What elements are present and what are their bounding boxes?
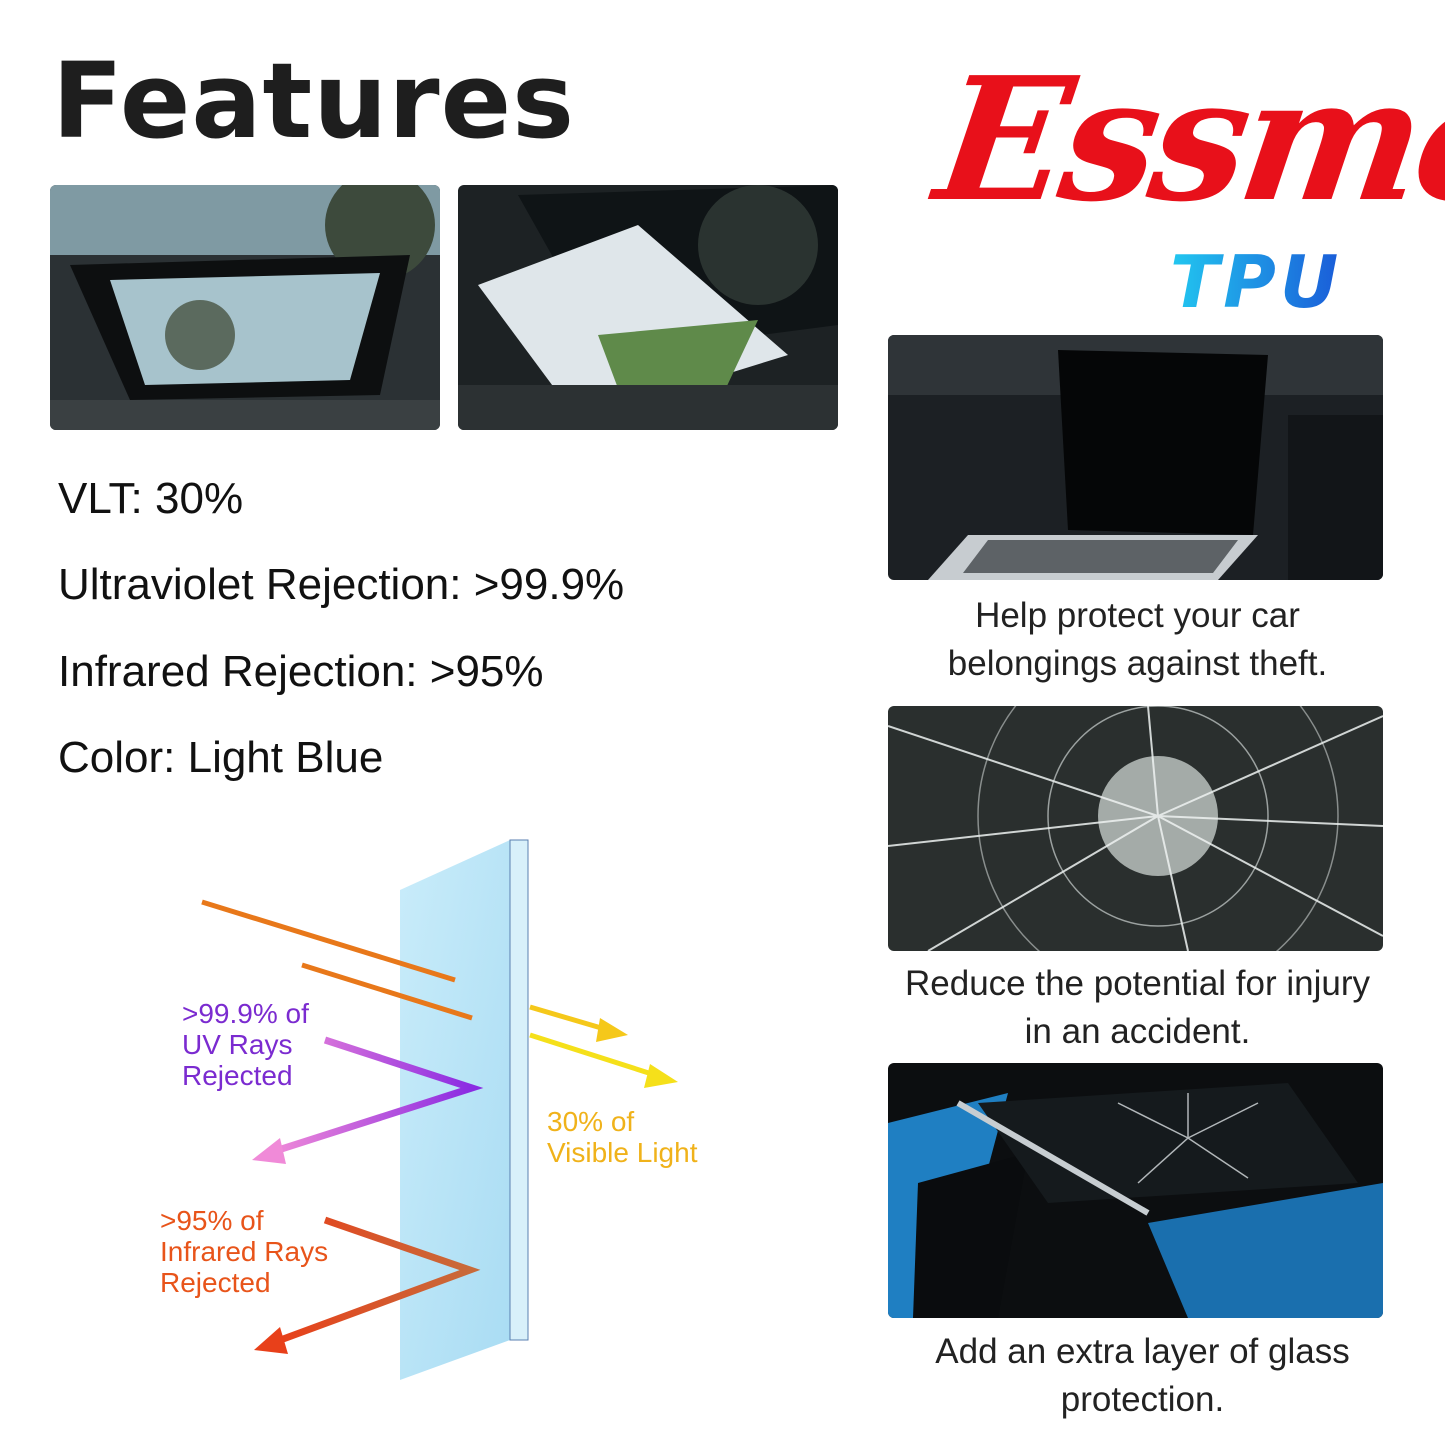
caption-line: protection. [1060,1380,1225,1419]
benefit-caption-theft: Help protect your car belongings against… [860,592,1415,688]
caption-line: belongings against theft. [947,644,1328,683]
uv-label-line: UV Rays [182,1029,293,1060]
uv-arrow [252,1138,286,1164]
spec-ir-rejection: Infrared Rejection: >95% [58,647,544,696]
ir-label-line: Infrared Rays [160,1236,329,1267]
ir-label-line: >95% of [160,1205,264,1236]
visible-arrow-2 [644,1064,678,1088]
uv-label-line: Rejected [182,1060,293,1091]
caption-line: in an accident. [1024,1012,1251,1051]
visible-arrow-1 [596,1018,628,1042]
ir-label: >95% of Infrared Rays Rejected [160,1205,328,1298]
light-rejection-diagram [201,839,678,1380]
benefit-caption-protection: Add an extra layer of glass protection. [860,1328,1425,1424]
visible-label-line: 30% of [547,1106,635,1137]
ir-ray [273,1216,481,1346]
shattered-glass-photo [888,706,1383,951]
uv-label-line: >99.9% of [182,998,309,1029]
page-title: Features [52,40,576,162]
laptop-in-car-photo [888,335,1383,580]
glass-pane [400,840,510,1380]
sunroof-open-photo [458,185,838,430]
ir-arrow [254,1327,288,1354]
caption-line: Help protect your car [975,596,1300,635]
visible-label-line: Visible Light [547,1137,698,1168]
uv-ray [270,1036,484,1156]
spec-color: Color: Light Blue [58,733,384,782]
caption-line: Add an extra layer of glass [935,1332,1350,1371]
caption-line: Reduce the potential for injury [905,964,1370,1003]
visible-ray-1 [201,899,456,983]
uv-label: >99.9% of UV Rays Rejected [182,998,309,1091]
brand-logo-sub: TPU [1170,240,1343,324]
visible-label: 30% of Visible Light [547,1106,697,1168]
ir-label-line: Rejected [160,1267,271,1298]
brand-logo: Essmo [925,40,1445,240]
spec-vlt: VLT: 30% [58,474,244,523]
sunroof-interior-photo [50,185,440,430]
cracked-sunroof-photo [888,1063,1383,1318]
benefit-caption-injury: Reduce the potential for injury in an ac… [860,960,1415,1056]
visible-ray-2 [301,962,473,1021]
spec-uv-rejection: Ultraviolet Rejection: >99.9% [58,560,625,609]
